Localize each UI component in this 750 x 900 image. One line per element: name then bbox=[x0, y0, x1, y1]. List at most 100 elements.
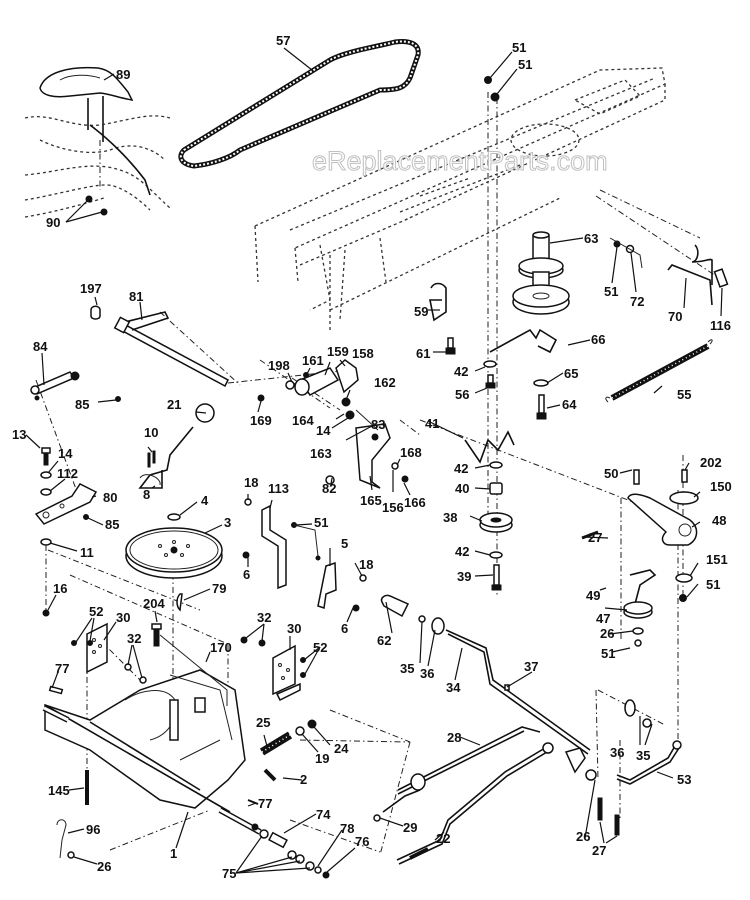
callout-116[interactable]: 116 bbox=[710, 318, 731, 333]
callout-51[interactable]: 51 bbox=[706, 577, 721, 592]
callout-151[interactable]: 151 bbox=[706, 552, 728, 567]
callout-10[interactable]: 10 bbox=[144, 425, 159, 440]
callout-77[interactable]: 77 bbox=[55, 661, 70, 676]
callout-66[interactable]: 66 bbox=[591, 332, 606, 347]
callout-28[interactable]: 28 bbox=[447, 730, 462, 745]
callout-42[interactable]: 42 bbox=[454, 461, 469, 476]
callout-57[interactable]: 57 bbox=[276, 33, 291, 48]
callout-47[interactable]: 47 bbox=[596, 611, 611, 626]
callout-24[interactable]: 24 bbox=[334, 741, 349, 756]
callout-165[interactable]: 165 bbox=[360, 493, 382, 508]
callout-36[interactable]: 36 bbox=[610, 745, 625, 760]
callout-52[interactable]: 52 bbox=[89, 604, 104, 619]
callout-34[interactable]: 34 bbox=[446, 680, 461, 695]
callout-26[interactable]: 26 bbox=[576, 829, 591, 844]
callout-4[interactable]: 4 bbox=[201, 493, 209, 508]
callout-75[interactable]: 75 bbox=[222, 866, 237, 881]
callout-204[interactable]: 204 bbox=[143, 596, 165, 611]
callout-56[interactable]: 56 bbox=[455, 387, 470, 402]
callout-163[interactable]: 163 bbox=[310, 446, 332, 461]
callout-113[interactable]: 113 bbox=[268, 481, 289, 496]
callout-145[interactable]: 145 bbox=[48, 783, 70, 798]
callout-77[interactable]: 77 bbox=[258, 796, 273, 811]
callout-53[interactable]: 53 bbox=[677, 772, 692, 787]
callout-26[interactable]: 26 bbox=[600, 626, 615, 641]
callout-112[interactable]: 112 bbox=[57, 466, 78, 481]
callout-156[interactable]: 156 bbox=[382, 500, 404, 515]
callout-40[interactable]: 40 bbox=[455, 481, 470, 496]
callout-170[interactable]: 170 bbox=[210, 640, 232, 655]
callout-166[interactable]: 166 bbox=[404, 495, 426, 510]
callout-27[interactable]: 27 bbox=[592, 843, 607, 858]
callout-19[interactable]: 19 bbox=[315, 751, 330, 766]
callout-164[interactable]: 164 bbox=[292, 413, 314, 428]
callout-35[interactable]: 35 bbox=[636, 748, 651, 763]
callout-14[interactable]: 14 bbox=[58, 446, 73, 461]
callout-64[interactable]: 64 bbox=[562, 397, 577, 412]
callout-63[interactable]: 63 bbox=[584, 231, 599, 246]
callout-49[interactable]: 49 bbox=[586, 588, 601, 603]
callout-62[interactable]: 62 bbox=[377, 633, 392, 648]
callout-85[interactable]: 85 bbox=[105, 517, 120, 532]
callout-5[interactable]: 5 bbox=[341, 536, 349, 551]
callout-13[interactable]: 13 bbox=[12, 427, 27, 442]
callout-14[interactable]: 14 bbox=[316, 423, 331, 438]
callout-30[interactable]: 30 bbox=[116, 610, 131, 625]
callout-38[interactable]: 38 bbox=[443, 510, 458, 525]
callout-84[interactable]: 84 bbox=[33, 339, 48, 354]
callout-18[interactable]: 18 bbox=[359, 557, 374, 572]
callout-197[interactable]: 197 bbox=[80, 281, 102, 296]
callout-81[interactable]: 81 bbox=[129, 289, 144, 304]
callout-202[interactable]: 202 bbox=[700, 455, 722, 470]
callout-72[interactable]: 72 bbox=[630, 294, 645, 309]
callout-52[interactable]: 52 bbox=[313, 640, 328, 655]
callout-89[interactable]: 89 bbox=[116, 67, 131, 82]
callout-51[interactable]: 51 bbox=[601, 646, 616, 661]
callout-168[interactable]: 168 bbox=[400, 445, 422, 460]
callout-161[interactable]: 161 bbox=[302, 353, 324, 368]
callout-27[interactable]: 27 bbox=[588, 530, 603, 545]
callout-80[interactable]: 80 bbox=[103, 490, 118, 505]
callout-32[interactable]: 32 bbox=[257, 610, 272, 625]
callout-6[interactable]: 6 bbox=[341, 621, 349, 636]
callout-51[interactable]: 51 bbox=[314, 515, 329, 530]
callout-78[interactable]: 78 bbox=[340, 821, 355, 836]
callout-51[interactable]: 51 bbox=[518, 57, 533, 72]
callout-42[interactable]: 42 bbox=[454, 364, 469, 379]
callout-8[interactable]: 8 bbox=[143, 487, 151, 502]
callout-3[interactable]: 3 bbox=[224, 515, 232, 530]
callout-61[interactable]: 61 bbox=[416, 346, 431, 361]
callout-41[interactable]: 41 bbox=[425, 416, 440, 431]
callout-16[interactable]: 16 bbox=[53, 581, 68, 596]
callout-2[interactable]: 2 bbox=[300, 772, 308, 787]
callout-18[interactable]: 18 bbox=[244, 475, 259, 490]
callout-30[interactable]: 30 bbox=[287, 621, 302, 636]
callout-74[interactable]: 74 bbox=[316, 807, 331, 822]
callout-32[interactable]: 32 bbox=[127, 631, 142, 646]
callout-169[interactable]: 169 bbox=[250, 413, 272, 428]
callout-51[interactable]: 51 bbox=[512, 40, 527, 55]
callout-159[interactable]: 159 bbox=[327, 344, 349, 359]
callout-162[interactable]: 162 bbox=[374, 375, 396, 390]
callout-29[interactable]: 29 bbox=[403, 820, 418, 835]
callout-158[interactable]: 158 bbox=[352, 346, 374, 361]
callout-22[interactable]: 22 bbox=[436, 831, 451, 846]
callout-79[interactable]: 79 bbox=[212, 581, 227, 596]
callout-83[interactable]: 83 bbox=[371, 417, 386, 432]
callout-96[interactable]: 96 bbox=[86, 822, 101, 837]
callout-11[interactable]: 11 bbox=[80, 545, 94, 560]
callout-25[interactable]: 25 bbox=[256, 715, 271, 730]
callout-37[interactable]: 37 bbox=[524, 659, 539, 674]
callout-90[interactable]: 90 bbox=[46, 215, 61, 230]
callout-82[interactable]: 82 bbox=[322, 481, 337, 496]
callout-59[interactable]: 59 bbox=[414, 304, 429, 319]
callout-6[interactable]: 6 bbox=[243, 567, 251, 582]
callout-48[interactable]: 48 bbox=[712, 513, 727, 528]
callout-1[interactable]: 1 bbox=[170, 846, 178, 861]
callout-42[interactable]: 42 bbox=[455, 544, 470, 559]
callout-150[interactable]: 150 bbox=[710, 479, 732, 494]
callout-76[interactable]: 76 bbox=[355, 834, 370, 849]
callout-65[interactable]: 65 bbox=[564, 366, 579, 381]
callout-55[interactable]: 55 bbox=[677, 387, 692, 402]
callout-35[interactable]: 35 bbox=[400, 661, 415, 676]
